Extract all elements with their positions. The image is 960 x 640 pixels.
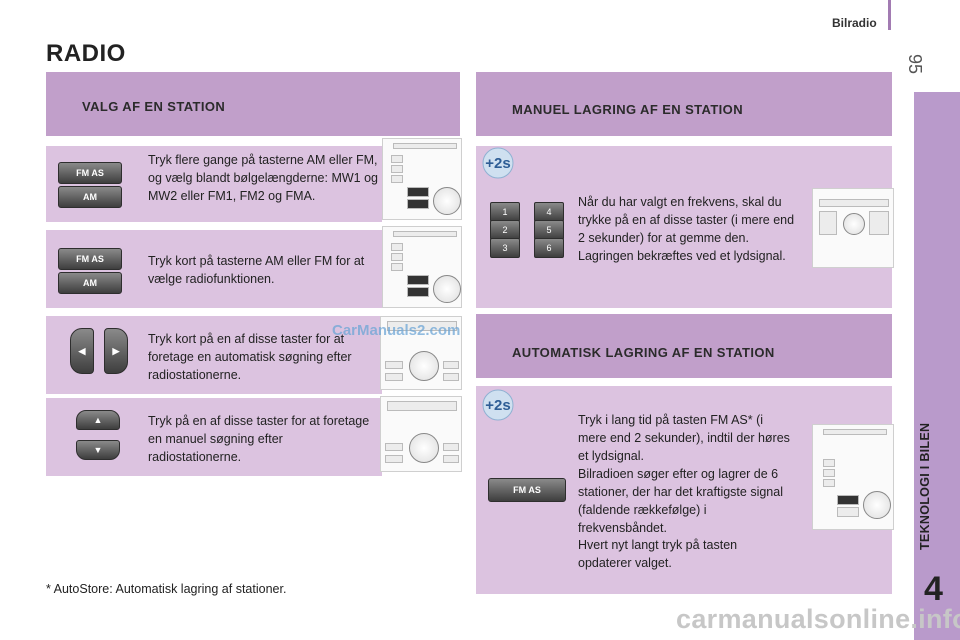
auto-store-detail-text: Bilradioen søger efter og lagrer de 6 st…: [578, 467, 783, 535]
long-press-2s-icon: +2s: [482, 389, 514, 421]
preset-button-5[interactable]: 5: [534, 220, 564, 240]
fm-as-button[interactable]: FM AS: [58, 162, 122, 184]
auto-store-text: Tryk i lang tid på tasten FM AS* (i mere…: [578, 413, 790, 463]
preset-button-1[interactable]: 1: [490, 202, 520, 222]
left-item-panel: [46, 146, 382, 222]
preset-button-4[interactable]: 4: [534, 202, 564, 222]
preset-button-6[interactable]: 6: [534, 238, 564, 258]
radio-diagram: [382, 138, 462, 220]
auto-store-heading: AUTOMATISK LAGRING AF EN STATION: [512, 345, 775, 360]
long-press-2s-icon: +2s: [482, 147, 514, 179]
arrow-right-icon: ▶: [112, 345, 120, 356]
manual-store-confirm-text: Lagringen bekræftes ved et lydsignal.: [578, 249, 786, 263]
radio-diagram: [380, 316, 462, 390]
left-item-text: Tryk på en af disse taster for at foreta…: [148, 414, 370, 464]
page-title: RADIO: [46, 40, 126, 67]
arrow-left-icon: ◀: [78, 345, 86, 356]
header-divider: [888, 0, 891, 30]
am-button[interactable]: AM: [58, 272, 122, 294]
footnote: * AutoStore: Automatisk lagring af stati…: [46, 582, 287, 596]
left-item-text: Tryk flere gange på tasterne AM eller FM…: [148, 153, 378, 203]
auto-store-band: [476, 314, 892, 378]
manual-store-text: Når du har valgt en frekvens, skal du tr…: [578, 195, 795, 245]
manual-store-band: [476, 72, 892, 136]
left-item-text: Tryk kort på tasterne AM eller FM for at…: [148, 254, 365, 286]
watermark: carmanualsonline.info: [676, 604, 960, 634]
fm-as-button[interactable]: FM AS: [58, 248, 122, 270]
manual-store-heading: MANUEL LAGRING AF EN STATION: [512, 102, 743, 117]
seek-down-button[interactable]: ◀: [70, 328, 94, 374]
left-item-text: Tryk kort på en af disse taster for at f…: [148, 332, 352, 382]
tune-down-button[interactable]: ▼: [76, 440, 120, 460]
left-item-panel: [46, 316, 382, 394]
auto-store-update-text: Hvert nyt langt tryk på tasten opdaterer…: [578, 538, 738, 570]
seek-up-button[interactable]: ▶: [104, 328, 128, 374]
radio-diagram: [380, 396, 462, 472]
preset-keypad: 1 2 3 4 5 6: [490, 202, 566, 258]
fm-as-button[interactable]: FM AS: [488, 478, 566, 502]
preset-button-2[interactable]: 2: [490, 220, 520, 240]
svg-text:+2s: +2s: [485, 155, 510, 172]
arrow-down-icon: ▼: [93, 445, 103, 455]
svg-text:+2s: +2s: [485, 397, 510, 414]
radio-diagram: [812, 188, 894, 268]
tune-up-button[interactable]: ▲: [76, 410, 120, 430]
left-section-heading: VALG AF EN STATION: [82, 99, 226, 114]
am-button[interactable]: AM: [58, 186, 122, 208]
preset-button-3[interactable]: 3: [490, 238, 520, 258]
chapter-number: 4: [924, 570, 943, 608]
section-header: Bilradio: [832, 16, 877, 30]
chapter-side-label: TEKNOLOGI I BILEN: [918, 422, 932, 550]
left-section-band: [46, 72, 460, 136]
arrow-up-icon: ▲: [93, 415, 103, 425]
watermark: CarManuals2.com: [332, 322, 461, 339]
radio-diagram: [382, 226, 462, 308]
radio-diagram: [812, 424, 894, 530]
chapter-side-tab: [914, 92, 960, 640]
